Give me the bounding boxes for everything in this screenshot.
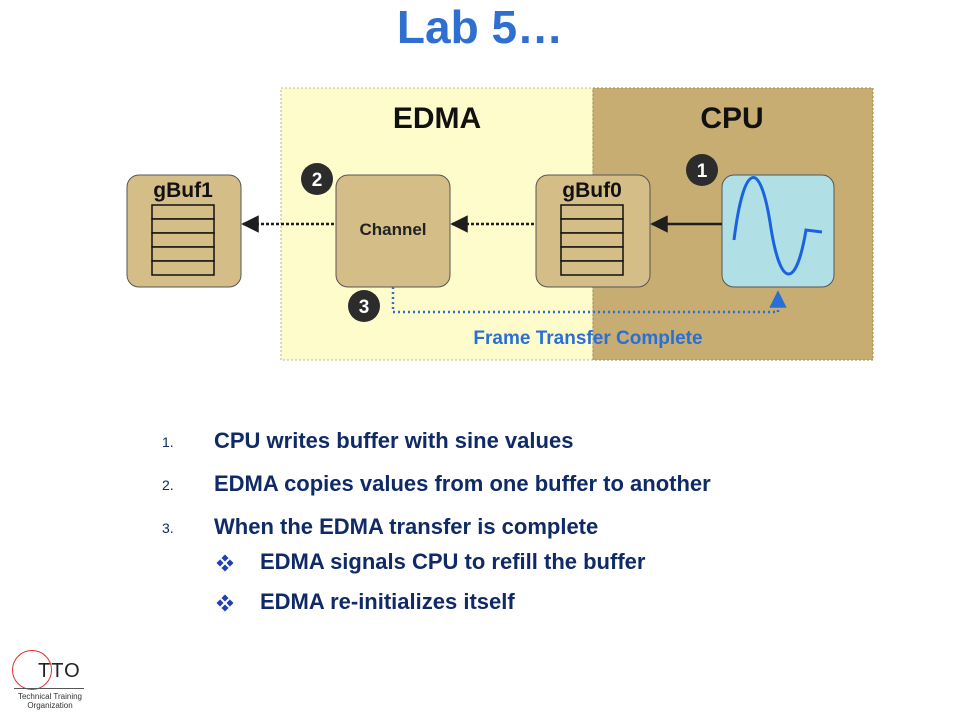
diamond-bullet-icon (216, 594, 234, 612)
step-badge-2: 2 (301, 163, 333, 195)
logo-caption-line2: Organization (27, 701, 73, 710)
steps-list: 1. CPU writes buffer with sine values 2.… (162, 424, 922, 627)
channel-label: Channel (359, 220, 426, 239)
sine-wave-icon (732, 176, 823, 276)
page-title: Lab 5… (396, 1, 564, 53)
frame-complete-signal-path (391, 287, 787, 314)
svg-text:1: 1 (697, 161, 708, 182)
svg-text:2: 2 (312, 170, 323, 191)
step-badge-1: 1 (686, 154, 718, 186)
logo-ring-icon (12, 650, 52, 690)
logo-divider (14, 688, 84, 689)
gbuf1-label: gBuf1 (153, 179, 213, 202)
list-item: 3. When the EDMA transfer is complete (162, 510, 922, 547)
sub-list-item: EDMA re-initializes itself (162, 587, 922, 627)
tto-logo: TTO Technical Training Organization (8, 648, 88, 716)
sub-list-text: EDMA signals CPU to refill the buffer (260, 549, 646, 574)
list-text: CPU writes buffer with sine values (214, 428, 574, 453)
edma-region-label: EDMA (393, 102, 481, 135)
logo-mark: TTO (38, 660, 81, 682)
sub-list-item: EDMA signals CPU to refill the buffer (162, 547, 922, 587)
list-item: 2. EDMA copies values from one buffer to… (162, 467, 922, 510)
step-badge-3: 3 (348, 290, 380, 322)
svg-text:3: 3 (359, 297, 370, 318)
cpu-region-label: CPU (700, 102, 763, 135)
list-number: 1. (162, 434, 174, 450)
gbuf0-label: gBuf0 (562, 179, 622, 202)
list-number: 2. (162, 477, 174, 493)
sub-list-text: EDMA re-initializes itself (260, 589, 515, 614)
gbuf0-cells (560, 204, 624, 276)
gbuf1-cells (151, 204, 215, 276)
frame-complete-label: Frame Transfer Complete (473, 328, 702, 349)
sine-generator-box (721, 174, 835, 288)
list-item: 1. CPU writes buffer with sine values (162, 424, 922, 467)
list-number: 3. (162, 520, 174, 536)
diamond-bullet-icon (216, 554, 234, 572)
list-text: EDMA copies values from one buffer to an… (214, 471, 711, 496)
logo-caption-line1: Technical Training (17, 692, 83, 701)
logo-caption: Technical Training Organization (8, 692, 92, 710)
edma-cpu-diagram: EDMA CPU gBuf1 Channel gBuf0 Frame Trans… (126, 87, 874, 361)
list-text: When the EDMA transfer is complete (214, 514, 599, 539)
